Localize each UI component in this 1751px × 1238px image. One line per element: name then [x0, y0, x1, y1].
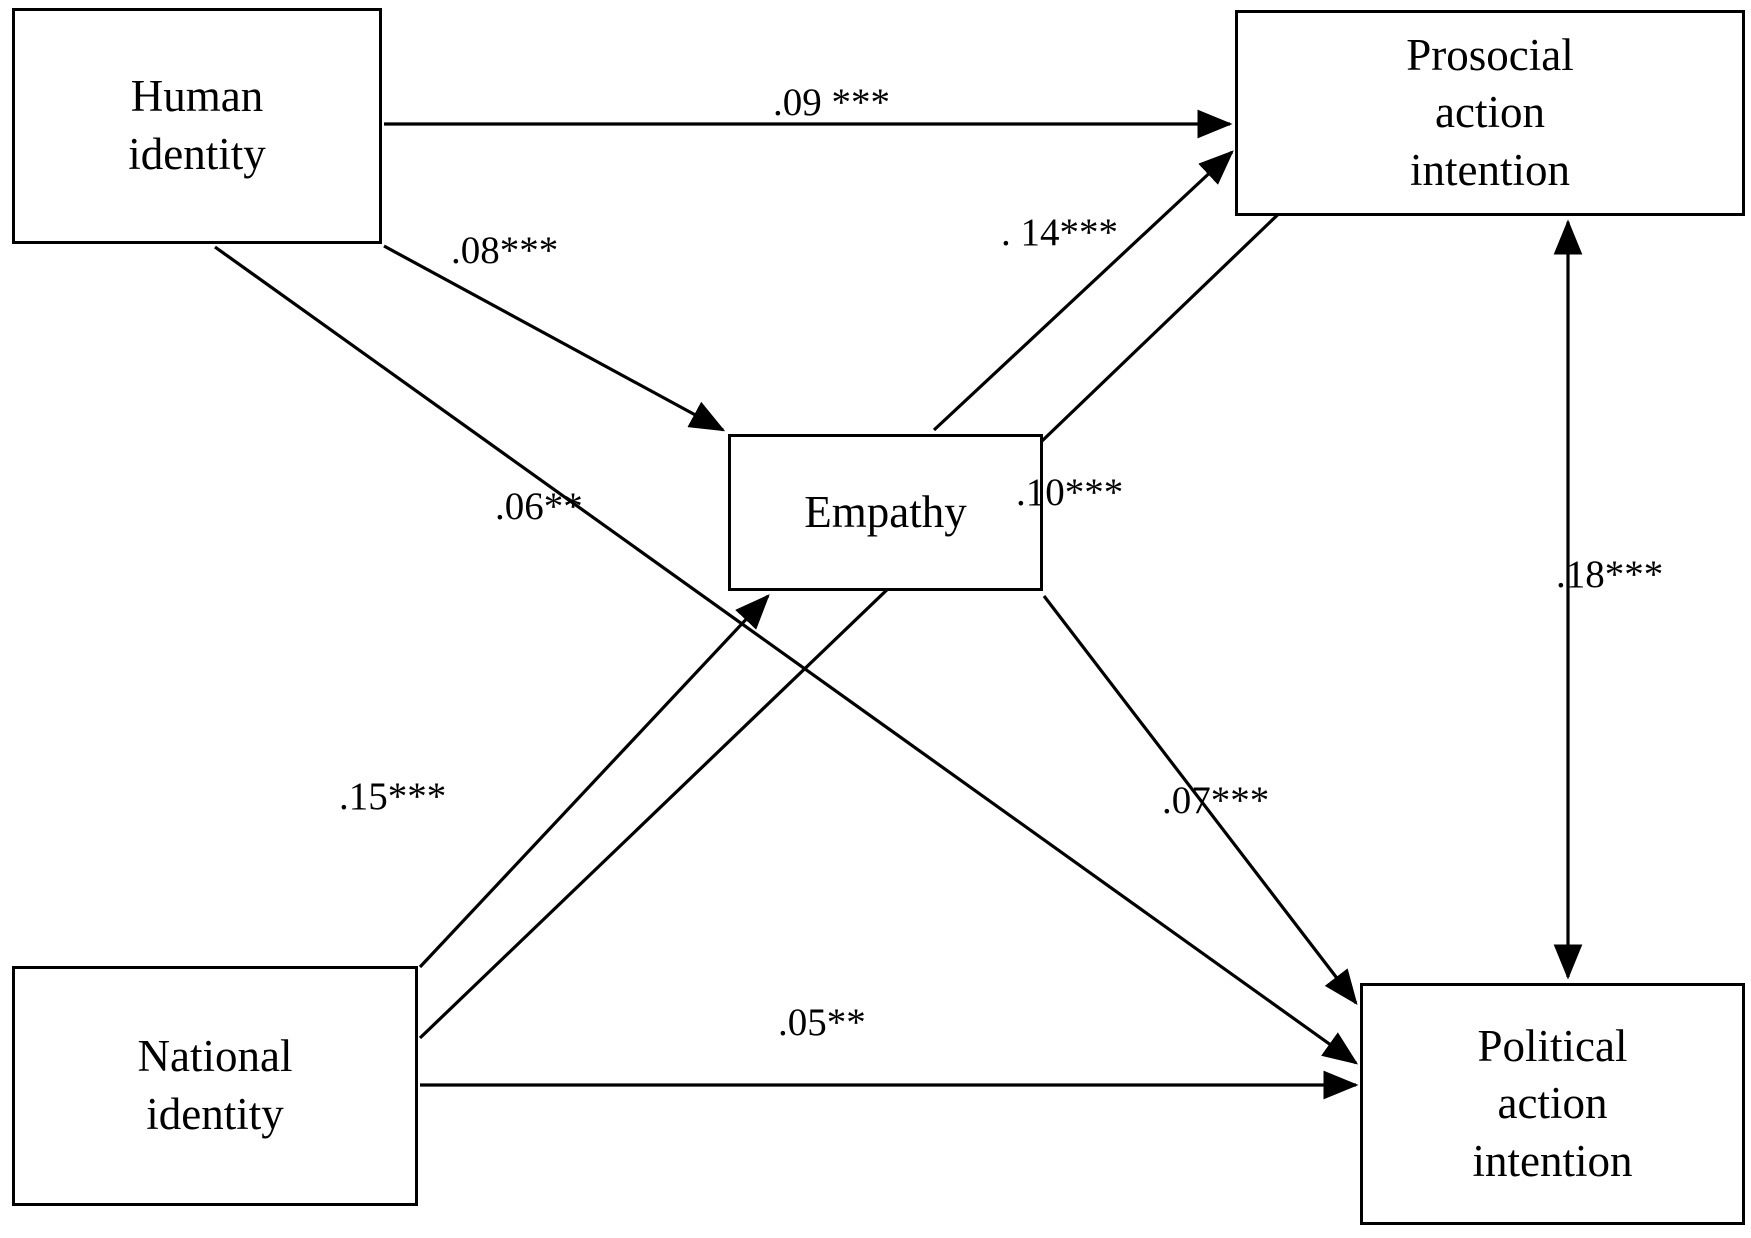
node-human-identity-label: Human identity: [128, 71, 266, 179]
edge-label-human-to-empathy: .08***: [451, 229, 559, 272]
edge-empathy-to-prosocial: [932, 150, 1234, 432]
node-human-identity[interactable]: Human identity: [12, 8, 382, 244]
node-prosocial-action-intention-label: Prosocial action intention: [1406, 29, 1574, 195]
edge-label-empathy-to-political: .07***: [1162, 779, 1270, 822]
edge-label-national-to-political: .05**: [778, 1001, 866, 1044]
node-national-identity[interactable]: National identity: [12, 966, 418, 1206]
node-political-action-intention-label: Political action intention: [1472, 1020, 1633, 1186]
edge-label-human-to-prosocial: .09 ***: [773, 81, 890, 124]
node-national-identity-label: National identity: [137, 1031, 293, 1139]
node-empathy[interactable]: Empathy: [728, 434, 1043, 591]
edge-label-prosocial-political-covariance: .18***: [1556, 553, 1664, 596]
edge-label-empathy-to-prosocial: . 14***: [1001, 211, 1118, 254]
edge-national-to-prosocial: [418, 152, 1343, 1040]
edge-label-national-to-prosocial: .10***: [1016, 471, 1124, 514]
edge-human-to-empathy: [383, 244, 726, 432]
edge-label-human-to-political: .06**: [495, 485, 583, 528]
node-political-action-intention[interactable]: Political action intention: [1360, 983, 1745, 1225]
edge-label-national-to-empathy: .15***: [339, 775, 447, 818]
node-empathy-label: Empathy: [804, 486, 967, 537]
edge-human-to-political: [214, 245, 1359, 1065]
edge-empathy-to-political: [1042, 595, 1358, 1006]
edge-national-to-empathy: [418, 594, 770, 969]
node-prosocial-action-intention[interactable]: Prosocial action intention: [1235, 10, 1745, 216]
